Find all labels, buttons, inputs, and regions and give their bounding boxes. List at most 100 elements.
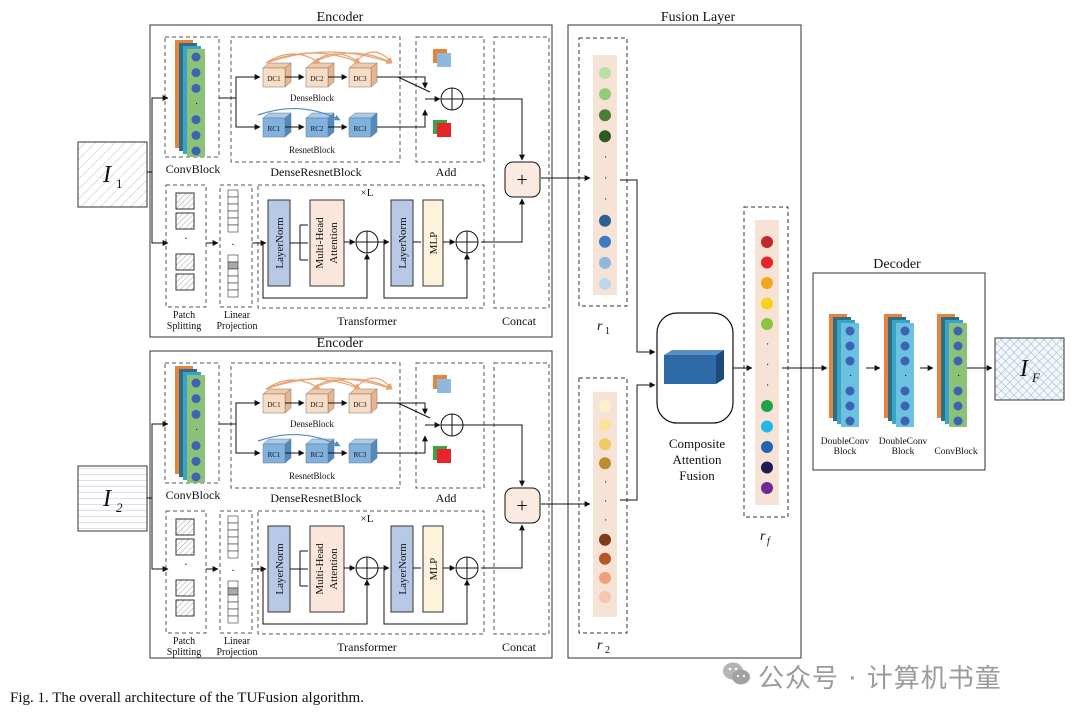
enc2-patch-frame: [165, 510, 207, 634]
decoder-doubleconv-2-ellipsis: ·: [904, 371, 907, 382]
enc1-concat-label: Concat: [502, 314, 537, 328]
enc1-convblock-stack-unit: [191, 52, 201, 62]
enc1-dc3-label: DC3: [353, 75, 367, 83]
enc1-dc3-front: [348, 67, 372, 88]
enc1-dc2: DC2: [305, 62, 335, 88]
enc1-add-icon2-front: [437, 123, 451, 137]
enc2-mha-label2: Attention: [328, 548, 340, 590]
enc1-patch-label1: Patch: [173, 310, 195, 321]
enc1-res-arc: [257, 108, 341, 121]
enc1-patch-frame: [165, 184, 207, 308]
enc1-rc1-label: RC1: [268, 125, 281, 133]
enc1-dc1-label: DC1: [267, 75, 281, 83]
enc2-proj-cell: [227, 594, 239, 603]
enc1-proj-cell: [227, 203, 239, 212]
enc1-mha-label2: Attention: [328, 222, 340, 264]
decoder-convblock-unit: [953, 356, 963, 366]
enc1-patch-dots: ·: [184, 231, 188, 245]
rf-ellipsis: ·: [766, 340, 769, 351]
enc1-mlp-block: [422, 199, 444, 287]
fusion-arrows: [541, 175, 993, 507]
enc2-denseblock-label: DenseBlock: [290, 419, 334, 429]
decoder-doubleconv-2-unit: [900, 416, 910, 426]
enc2-rc2-label: RC2: [311, 451, 324, 459]
enc2-rc1-label: RC1: [268, 451, 281, 459]
r1-element: [599, 235, 611, 248]
caf-label-line1: Composite: [669, 436, 726, 451]
doubleconv-1-label-line1: DoubleConv: [821, 437, 870, 447]
enc2-transformer-label: Transformer: [337, 640, 397, 654]
caf-label-line3: Fusion: [679, 468, 715, 483]
enc2-patch-label1: Patch: [173, 636, 195, 647]
enc2-convblock-stack-unit: [191, 441, 201, 451]
enc1-concat-frame: [493, 36, 550, 309]
r2-ellipsis: ·: [604, 497, 607, 508]
input-image-1-sub: 1: [116, 176, 123, 191]
r2-element: [599, 438, 611, 451]
r2-label-sub: 2: [605, 645, 610, 656]
decoder-convblock-ellipsis: ·: [957, 371, 960, 382]
r1-ellipsis: ·: [604, 195, 607, 206]
enc1-to-res: [235, 98, 261, 130]
enc2-patch-dots: ·: [184, 557, 188, 571]
enc2-mlp-label: MLP: [428, 558, 440, 581]
enc1-res-out: [377, 109, 428, 128]
r1-element: [599, 256, 611, 269]
enc1-linear-label2: Projection: [216, 321, 257, 332]
enc2-proj-cell: [227, 515, 239, 524]
enc2-layernorm-2: [390, 525, 414, 613]
enc1-dense-arc: [354, 51, 393, 64]
decoder-convblock-unit: [953, 401, 963, 411]
rf-vector: ···: [761, 236, 773, 494]
enc2-skip-2: [383, 568, 470, 625]
enc1-patch-label2: Splitting: [167, 321, 201, 332]
enc2-to-res: [235, 424, 261, 456]
enc2-proj-cell: [227, 543, 239, 552]
enc2-dc3-front: [348, 393, 372, 414]
decoder-doubleconv-2-unit: [900, 326, 910, 336]
r2-element: [599, 571, 611, 584]
wechat-logo-icon: [723, 662, 750, 685]
r1-label-sub: 1: [605, 326, 610, 337]
decoder-convblock-unit: [953, 341, 963, 351]
enc2-proj-cell: [227, 522, 239, 531]
input-1-branch-lines: [147, 95, 169, 246]
decoder-doubleconv-1-unit: [845, 416, 855, 426]
enc2-add-icon2-front: [437, 449, 451, 463]
enc1-convblock-stack: ·: [175, 40, 205, 157]
r1-element: [599, 88, 611, 101]
enc1-linear-label1: Linear: [224, 310, 251, 321]
enc2-transformer-frame: [257, 510, 485, 635]
input-image-2: I 2: [77, 465, 148, 532]
decoder-doubleconv-1: ·: [829, 314, 859, 427]
enc1-resnetblock-label: ResnetBlock: [289, 145, 335, 155]
r2-element: [599, 400, 611, 412]
enc1-convblock-label: ConvBlock: [166, 162, 221, 176]
rf-element: [761, 420, 773, 433]
r2-ellipsis: ·: [604, 477, 607, 488]
enc2-res-arc: [257, 434, 341, 447]
enc2-qkv-split: [290, 550, 308, 587]
enc1-proj-cell: [227, 282, 239, 291]
decoder-convblock-unit: [953, 416, 963, 426]
enc2-add-op: [440, 413, 464, 437]
doubleconv-2-label-line2: Block: [892, 447, 915, 457]
enc2-convblock-stack-ellipsis: ·: [195, 425, 198, 436]
encoder-1-title: Encoder: [317, 10, 364, 25]
enc1-rc3-front: [348, 117, 372, 138]
output-image: I F: [994, 337, 1065, 401]
rf-element: [761, 482, 773, 494]
decoder-doubleconv-2-unit: [900, 401, 910, 411]
caf-label-line2: Attention: [672, 452, 722, 467]
enc1-concat-plus-box: [504, 161, 541, 198]
enc2-mha-label1: Multi-Head: [314, 543, 326, 595]
enc1-denseresnet-frame: [230, 36, 401, 163]
enc2-dense-out2: [397, 402, 431, 419]
enc2-denseresnet-label: DenseResnetBlock: [270, 491, 361, 505]
enc1-add-frame: [415, 36, 485, 163]
enc1-layernorm-1-label: LayerNorm: [274, 217, 286, 269]
enc2-proj-cell: [227, 580, 239, 589]
enc2-concat-plus-sign: +: [516, 495, 527, 517]
r2-element: [599, 419, 611, 432]
r2-element: [599, 457, 611, 470]
